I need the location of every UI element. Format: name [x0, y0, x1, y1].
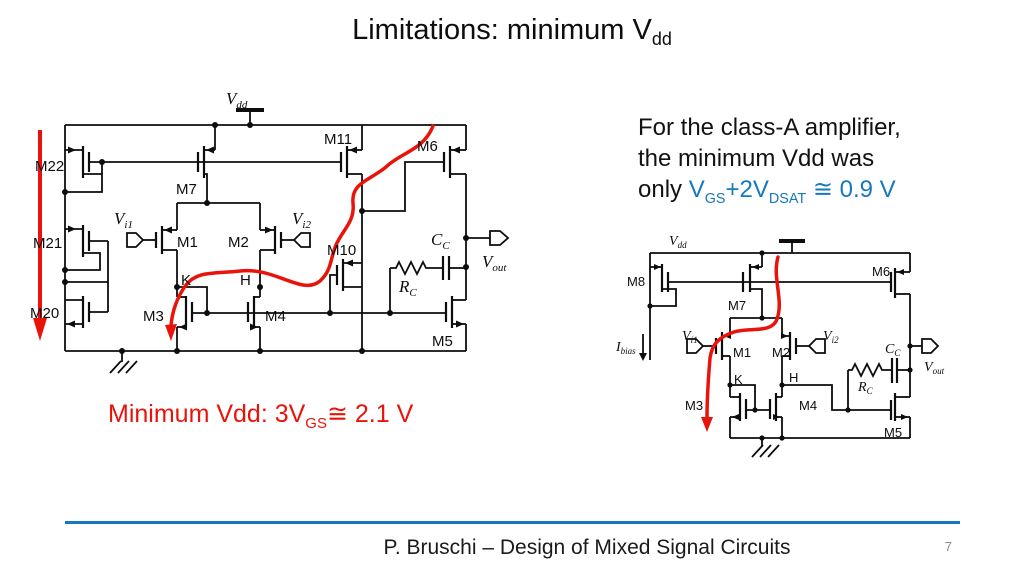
label-m2: M2 — [228, 234, 249, 251]
footer-credit: P. Bruschi – Design of Mixed Signal Circ… — [383, 536, 791, 559]
page-number: 7 — [944, 539, 952, 554]
label-m10: M10 — [327, 242, 356, 259]
class-a-note: For the class-A amplifier, the minimum V… — [638, 112, 988, 215]
label-r-vi2: Vi2 — [823, 329, 839, 345]
label-r-ibias: Ibias — [615, 340, 636, 356]
label-vout: Vout — [482, 252, 507, 274]
title-subscript: dd — [651, 29, 672, 49]
label-r-m3: M3 — [685, 398, 703, 413]
label-r-m5: M5 — [884, 425, 902, 440]
label-m11: M11 — [324, 131, 352, 148]
label-r-node-k: K — [734, 372, 743, 387]
label-m5: M5 — [432, 333, 453, 350]
footer-divider — [65, 521, 960, 524]
label-r-m2: M2 — [772, 345, 790, 360]
label-r-m4: M4 — [799, 398, 817, 413]
label-r-vout: Vout — [924, 360, 945, 376]
label-r-m8: M8 — [627, 274, 645, 289]
label-r-rc: RC — [857, 380, 874, 396]
label-r-vi1: Vi1 — [682, 329, 698, 345]
label-m3: M3 — [143, 308, 164, 325]
schematic-drawing — [33, 108, 940, 458]
vdd-formula: VGS+2VDSAT ≅ 0.9 V — [688, 176, 896, 207]
label-m4: M4 — [265, 308, 286, 325]
label-node-k: K — [181, 272, 191, 289]
label-rc: RC — [398, 277, 417, 299]
minimum-vdd-caption: Minimum Vdd: 3VGS≅ 2.1 V — [108, 400, 414, 432]
note-line-3: only VGS+2VDSAT ≅ 0.9 V — [638, 176, 896, 207]
label-m22: M22 — [35, 158, 64, 175]
label-m21: M21 — [33, 235, 62, 252]
label-r-m6: M6 — [872, 264, 890, 279]
label-cc: CC — [431, 230, 450, 252]
label-m7: M7 — [176, 181, 197, 198]
note-line-2: the minimum Vdd was — [638, 145, 875, 172]
label-r-node-h: H — [789, 370, 798, 385]
label-r-cc: CC — [885, 342, 901, 358]
slide-title: Limitations: minimum Vdd — [352, 14, 672, 49]
schematic-labels: M22 M21 M20 M7 M11 M6 M1 M2 M3 M4 M10 M5… — [30, 89, 945, 440]
label-vdd: Vdd — [226, 89, 248, 111]
label-r-m7: M7 — [728, 298, 746, 313]
label-r-vdd: Vdd — [669, 234, 687, 250]
label-vi2: Vi2 — [292, 209, 311, 231]
label-m20: M20 — [30, 305, 59, 322]
label-m6: M6 — [417, 138, 438, 155]
label-r-m1: M1 — [733, 345, 751, 360]
label-node-h: H — [240, 272, 251, 289]
label-vi1: Vi1 — [114, 209, 133, 231]
label-m1: M1 — [177, 234, 198, 251]
note-line-1: For the class-A amplifier, — [638, 114, 901, 141]
